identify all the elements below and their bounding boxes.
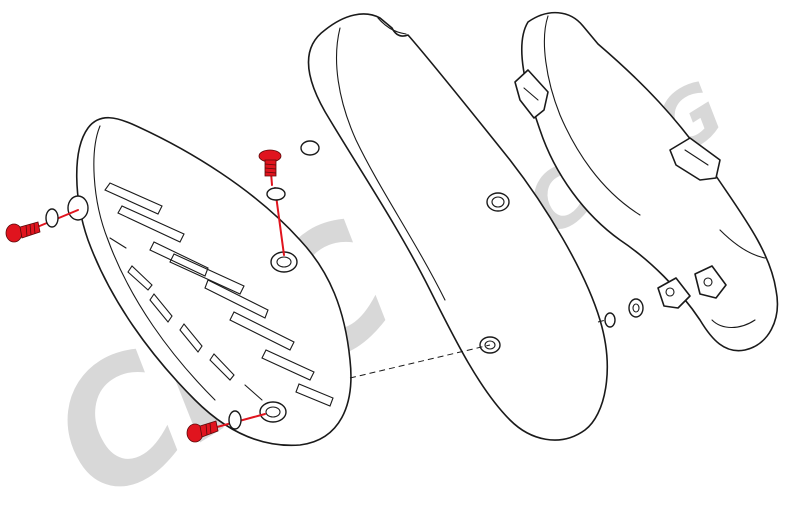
mount-hole-middle xyxy=(486,192,510,212)
screw-left xyxy=(5,221,41,243)
front-slotted-guard xyxy=(67,116,352,447)
guard-boss-lower xyxy=(259,401,287,423)
washer-left xyxy=(45,208,59,228)
speed-nut-right xyxy=(694,265,727,299)
screw-top xyxy=(258,149,282,177)
washer-top xyxy=(266,187,286,201)
middle-heat-shield xyxy=(300,13,609,441)
washer-right-1 xyxy=(604,312,616,328)
washer-bottom xyxy=(228,410,242,430)
guard-hole-left xyxy=(67,195,89,221)
mount-hole-upper-left xyxy=(300,140,320,156)
washer-right-2 xyxy=(628,298,644,318)
fasteners xyxy=(5,149,644,443)
rear-heat-shield xyxy=(514,11,779,352)
cooling-slots xyxy=(104,182,334,407)
screw-bottom xyxy=(186,420,219,443)
